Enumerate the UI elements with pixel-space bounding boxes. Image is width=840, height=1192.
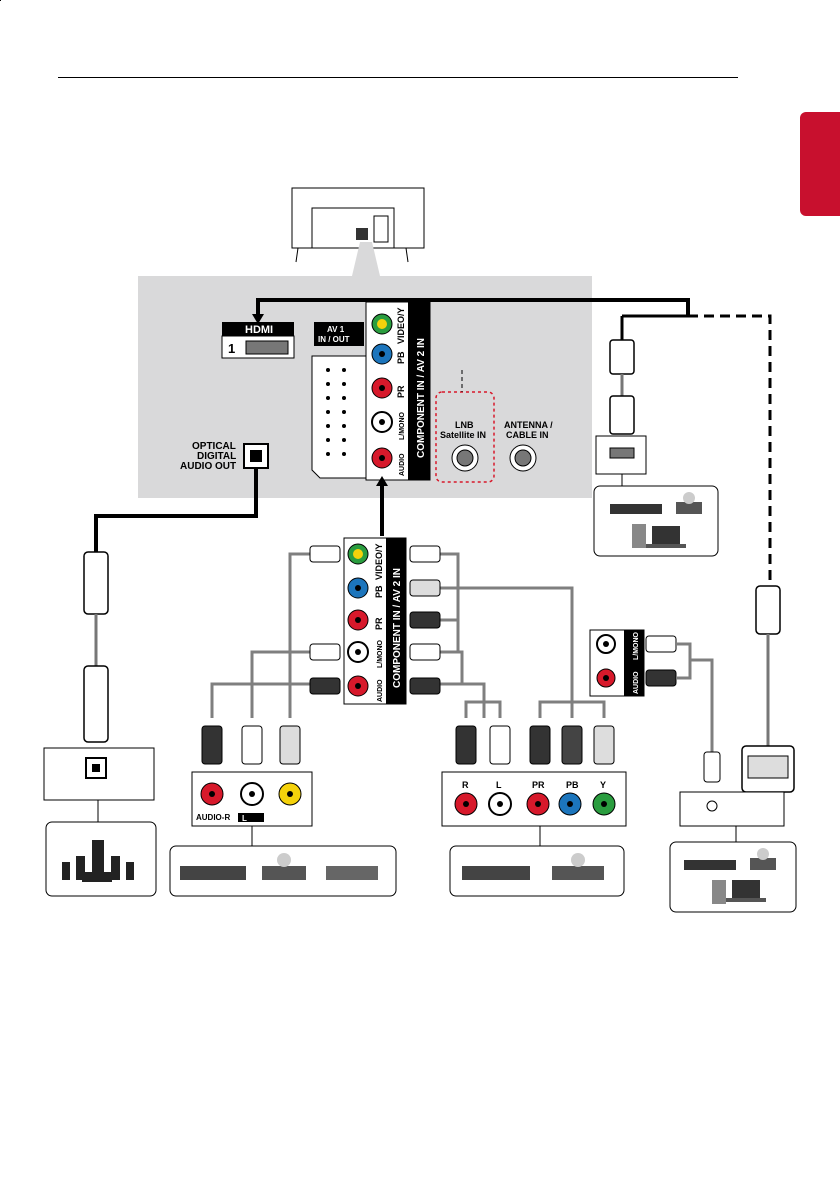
dvd-player-icon <box>610 504 662 514</box>
stereo-mini-plug-icon <box>704 752 720 782</box>
comp-pr-label: PR <box>532 780 545 790</box>
optical-device-box <box>44 748 156 896</box>
rca-cables-left <box>212 554 316 718</box>
right-jack-mono-label: L/MONO <box>633 631 640 660</box>
dvd-player-icon <box>684 860 736 870</box>
antenna-line1: ANTENNA / <box>504 420 553 430</box>
middle-label-audio: AUDIO <box>377 679 384 702</box>
panel-label-pr: PR <box>396 385 406 398</box>
panel-label-video: VIDEO/Y <box>396 307 406 344</box>
panel-component-jacks: COMPONENT IN / AV 2 IN VIDEO/Y PB PR L/M… <box>366 302 430 480</box>
laptop-icon <box>646 526 686 548</box>
computer-icon <box>712 880 726 904</box>
middle-label-video: VIDEO/Y <box>374 543 384 580</box>
av1-label-line1: AV 1 <box>327 325 345 334</box>
comp-r-label: R <box>462 780 469 790</box>
right-jack-audio-label: AUDIO <box>633 671 640 694</box>
hdmi-cable-right <box>594 316 718 556</box>
antenna-line2: CABLE IN <box>506 430 549 440</box>
middle-component-title: COMPONENT IN / AV 2 IN <box>392 568 403 688</box>
tv-rear-illustration <box>292 188 424 276</box>
panel-component-title: COMPONENT IN / AV 2 IN <box>416 338 427 458</box>
comp-l-label: L <box>496 780 502 790</box>
rca-cables-right <box>430 554 604 718</box>
dvd-player-icon <box>462 866 530 880</box>
optical-cable <box>84 468 256 742</box>
middle-component-jacks: COMPONENT IN / AV 2 IN VIDEO/Y PB PR L/M… <box>344 538 406 704</box>
av-audio-l-label: L <box>242 814 247 823</box>
optical-line3: AUDIO OUT <box>180 461 236 472</box>
middle-label-mono: L/MONO <box>377 639 384 668</box>
av-audio-r-label: AUDIO-R <box>196 813 230 822</box>
rca-plugs-right-top <box>410 546 440 694</box>
middle-label-pb: PB <box>374 585 384 598</box>
rca-plugs-av-device <box>202 726 300 764</box>
laptop-icon <box>726 880 766 902</box>
av-device-panel: AUDIO-R L <box>170 772 396 896</box>
hdmi-port-number: 1 <box>228 341 235 356</box>
pc-device-panel <box>670 792 796 912</box>
computer-icon <box>632 524 646 548</box>
rca-plugs-component-device <box>456 726 614 764</box>
av1-label-line2: IN / OUT <box>318 335 350 344</box>
hdmi-logo: HDMI <box>245 324 273 336</box>
comp-y-label: Y <box>600 780 606 790</box>
vcr-icon <box>326 866 378 880</box>
hdmi-port[interactable]: HDMI 1 <box>222 322 294 358</box>
comp-pb-label: PB <box>566 780 579 790</box>
rca-plug-icon <box>310 546 340 694</box>
panel-label-pb: PB <box>396 351 406 364</box>
dvi-plug-icon <box>742 586 794 792</box>
panel-label-mono: L/MONO <box>399 411 406 440</box>
dvd-player-icon <box>180 866 246 880</box>
panel-label-audio: AUDIO <box>399 453 406 476</box>
lnb-line1: LNB <box>455 420 474 430</box>
av1-scart-port[interactable]: AV 1 IN / OUT <box>312 322 366 478</box>
lnb-line2: Satellite IN <box>440 430 486 440</box>
component-device-panel: R L PR PB Y <box>442 772 626 896</box>
middle-label-pr: PR <box>374 617 384 630</box>
